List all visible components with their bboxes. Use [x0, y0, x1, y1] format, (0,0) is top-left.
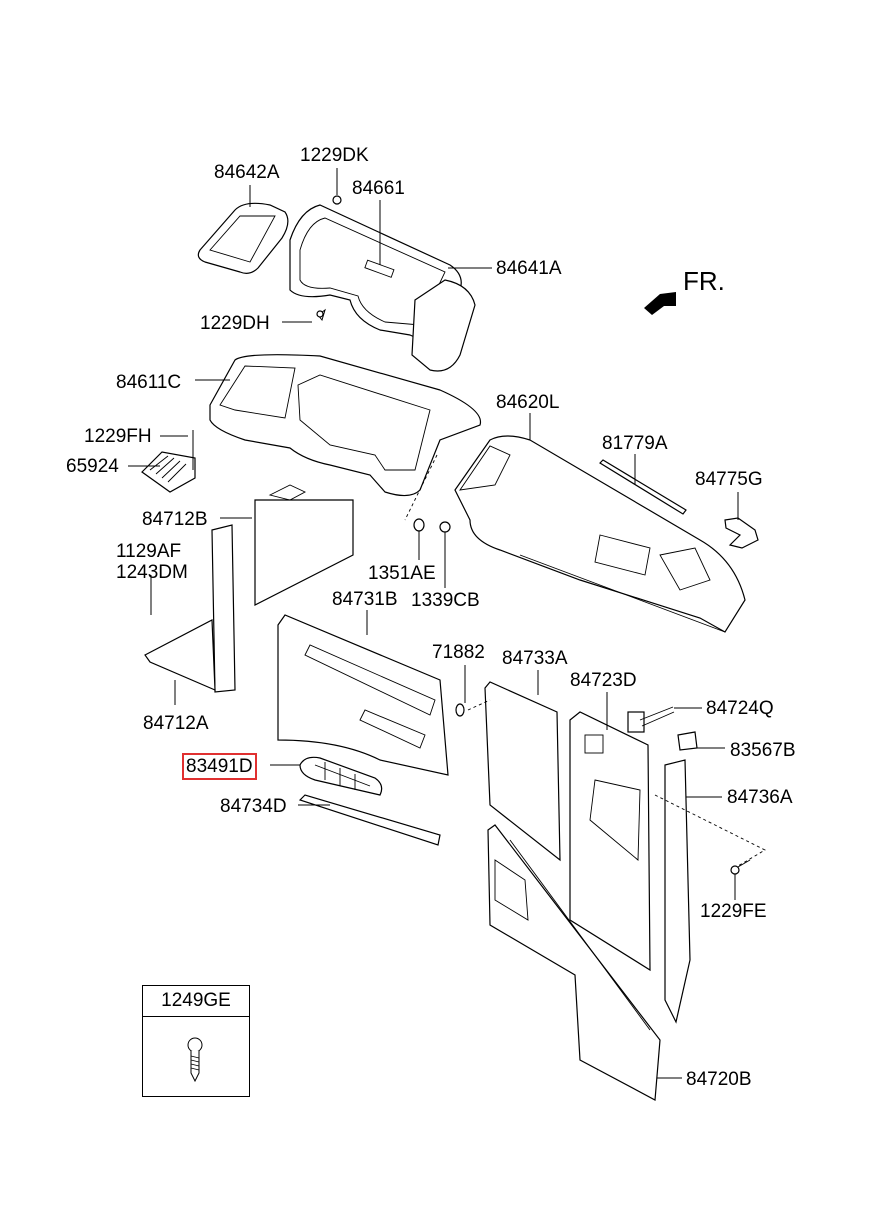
part-label[interactable]: 84720B: [686, 1069, 752, 1090]
part-83491D-drawing: [299, 756, 383, 796]
part-84731B-drawing: [277, 614, 449, 776]
part-label[interactable]: 71882: [432, 642, 485, 663]
part-1229FE-drawing: [654, 794, 766, 875]
part-label[interactable]: 84661: [352, 178, 405, 199]
part-84723D-drawing: [569, 711, 651, 972]
part-84733A-drawing: [484, 681, 561, 862]
part-label[interactable]: 1229DH: [200, 313, 270, 334]
part-label[interactable]: 84642A: [214, 162, 280, 183]
part-84720B-drawing: [487, 824, 661, 1101]
part-label[interactable]: 84712B: [142, 509, 208, 530]
part-84712B-drawing: [254, 484, 354, 606]
part-71882-drawing: [455, 703, 465, 717]
part-label[interactable]: 83567B: [730, 740, 796, 761]
part-label[interactable]: 1243DM: [116, 562, 188, 583]
fastener-legend-box: 1249GE: [142, 985, 250, 1097]
part-label[interactable]: 84775G: [695, 469, 763, 490]
part-65924-drawing: [141, 430, 196, 493]
part-label[interactable]: 1129AF: [116, 541, 182, 562]
part-label[interactable]: 1229DK: [300, 145, 369, 166]
part-83567B-drawing: [677, 731, 698, 751]
part-label[interactable]: 84733A: [502, 648, 568, 669]
part-label[interactable]: 65924: [66, 456, 119, 477]
screw-icon: [187, 1037, 203, 1083]
part-84641A-drawing: [289, 195, 476, 372]
legend-part-number[interactable]: 1249GE: [143, 986, 249, 1017]
part-label[interactable]: 84723D: [570, 670, 637, 691]
part-label[interactable]: 1229FH: [84, 426, 152, 447]
part-84712A-drawing: [144, 524, 236, 693]
part-label[interactable]: 1351AE: [368, 563, 436, 584]
front-direction-label: FR.: [683, 266, 725, 296]
part-label[interactable]: 84731B: [332, 589, 398, 610]
part-84724Q-drawing: [627, 706, 675, 733]
part-label[interactable]: 84641A: [496, 258, 562, 279]
part-label[interactable]: 84724Q: [706, 698, 774, 719]
part-label[interactable]: 84611C: [116, 372, 182, 393]
part-label[interactable]: 1229FE: [700, 901, 767, 922]
part-label-highlighted[interactable]: 83491D: [182, 753, 257, 780]
part-label[interactable]: 84620L: [496, 392, 560, 413]
part-1339CB-drawing: [439, 521, 451, 533]
part-84642A-drawing: [197, 202, 289, 274]
part-label[interactable]: 1339CB: [411, 590, 480, 611]
part-84775G-drawing: [724, 517, 759, 549]
part-label[interactable]: 84712A: [143, 713, 209, 734]
front-direction-arrow-icon: [644, 292, 676, 315]
part-label[interactable]: 84736A: [727, 787, 793, 808]
part-84620L-drawing: [454, 435, 746, 633]
part-84611C-drawing: [209, 354, 482, 497]
part-1351AE-drawing: [413, 518, 425, 532]
part-84736A-drawing: [664, 759, 691, 1024]
part-label[interactable]: 81779A: [602, 433, 668, 454]
part-label[interactable]: 84734D: [220, 796, 287, 817]
part-84734D-drawing: [298, 794, 441, 846]
leader-lines: [128, 168, 739, 1079]
part-81779A-drawing: [599, 459, 687, 515]
part-1229DH-drawing: [316, 310, 324, 318]
